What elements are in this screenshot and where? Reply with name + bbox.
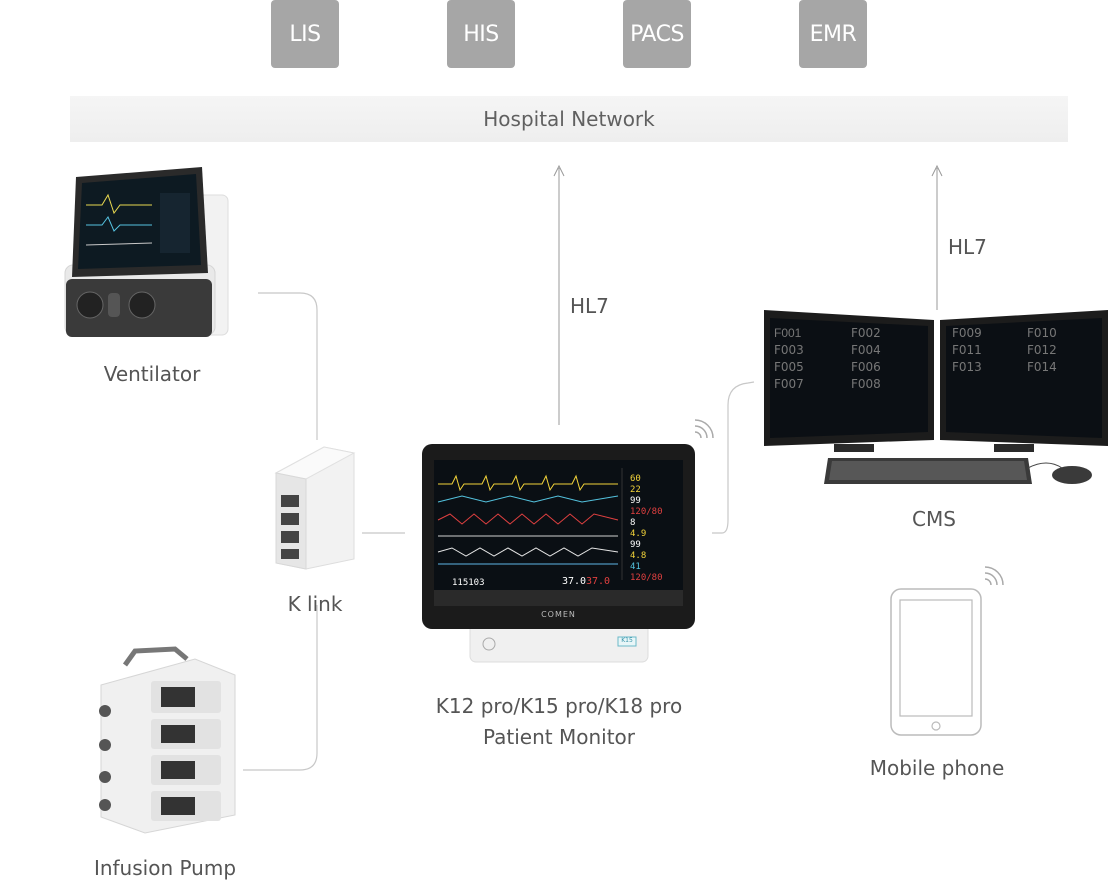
cms-workstation: F001 F002 F003 F004 F005 F006 F007 F008 …: [762, 308, 1108, 490]
monitor-body: [422, 444, 695, 663]
monitor-value: 120/80: [630, 507, 663, 517]
cms-bed: F005: [774, 360, 804, 374]
cms-bed: F001: [774, 326, 802, 340]
ventilator-link-line: [258, 292, 318, 440]
monitor-brand-logo: COMEN: [541, 610, 576, 619]
monitor-value: 8: [630, 518, 636, 528]
mobile-wifi-icon: [984, 566, 1004, 586]
cms-bed: F010: [1027, 326, 1057, 340]
monitor-value: 4.9: [630, 529, 647, 539]
cms-bed: F004: [851, 343, 881, 357]
cms-bed: F011: [952, 343, 982, 357]
monitor-value: 60: [630, 474, 641, 484]
cms-right-beds: F009 F010 F011 F012 F013 F014: [952, 326, 1098, 374]
patient-monitor: 60 22 99 120/80 8 4.9 99 4.8 41 120/80 1…: [422, 444, 695, 666]
monitor-readouts: 60 22 99 120/80 8 4.9 99 4.8 41 120/80: [630, 474, 663, 584]
cms-hl7-label: HL7: [948, 235, 987, 259]
monitor-temp1: 37.0: [562, 576, 587, 587]
cms-bed: F003: [774, 343, 804, 357]
his-system-box: HIS: [447, 0, 515, 68]
klink-label: K link: [287, 592, 343, 616]
monitor-value: 120/80: [630, 573, 663, 583]
cms-bed: F006: [851, 360, 881, 374]
emr-system-box: EMR: [799, 0, 867, 68]
cms-bed: F007: [774, 377, 804, 391]
monitor-value: 4.8: [630, 551, 647, 561]
hospital-network-label: Hospital Network: [483, 107, 655, 131]
cms-bed: F014: [1027, 360, 1057, 374]
monitor-label-line1: K12 pro/K15 pro/K18 pro: [435, 694, 683, 718]
cms-bed: F008: [851, 377, 881, 391]
cms-bed: F002: [851, 326, 881, 340]
cms-bed: F009: [952, 326, 982, 340]
cms-hardware: [764, 310, 1108, 484]
ventilator-image: [64, 167, 229, 337]
lis-system-box: LIS: [271, 0, 339, 68]
monitor-label-line2: Patient Monitor: [482, 725, 636, 749]
monitor-cms-line: [712, 381, 755, 534]
monitor-hl7-label: HL7: [570, 294, 609, 318]
mobile-phone-label: Mobile phone: [869, 756, 1005, 780]
cms-label: CMS: [912, 507, 956, 531]
infusion-pump-label: Infusion Pump: [93, 856, 237, 880]
monitor-temp2: 37.0: [586, 576, 611, 587]
pump-link-line: [243, 605, 318, 771]
monitor-bottom-left: 115103: [452, 578, 485, 588]
monitor-model-badge: K15: [621, 637, 633, 644]
monitor-value: 99: [630, 540, 641, 550]
infusion-pump-image: [99, 646, 236, 834]
monitor-value: 99: [630, 496, 641, 506]
monitor-value: 41: [630, 562, 641, 572]
cms-bed: F013: [952, 360, 982, 374]
pacs-system-box: PACS: [623, 0, 691, 68]
mobile-phone-icon: [890, 588, 982, 736]
monitor-value: 22: [630, 485, 641, 495]
ventilator-label: Ventilator: [103, 362, 201, 386]
monitor-wifi-icon: [694, 419, 714, 439]
cms-bed: F012: [1027, 343, 1057, 357]
hospital-network-bar: Hospital Network: [70, 96, 1068, 142]
klink-image: [274, 446, 356, 570]
cms-left-beds: F001 F002 F003 F004 F005 F006 F007 F008: [774, 326, 924, 391]
